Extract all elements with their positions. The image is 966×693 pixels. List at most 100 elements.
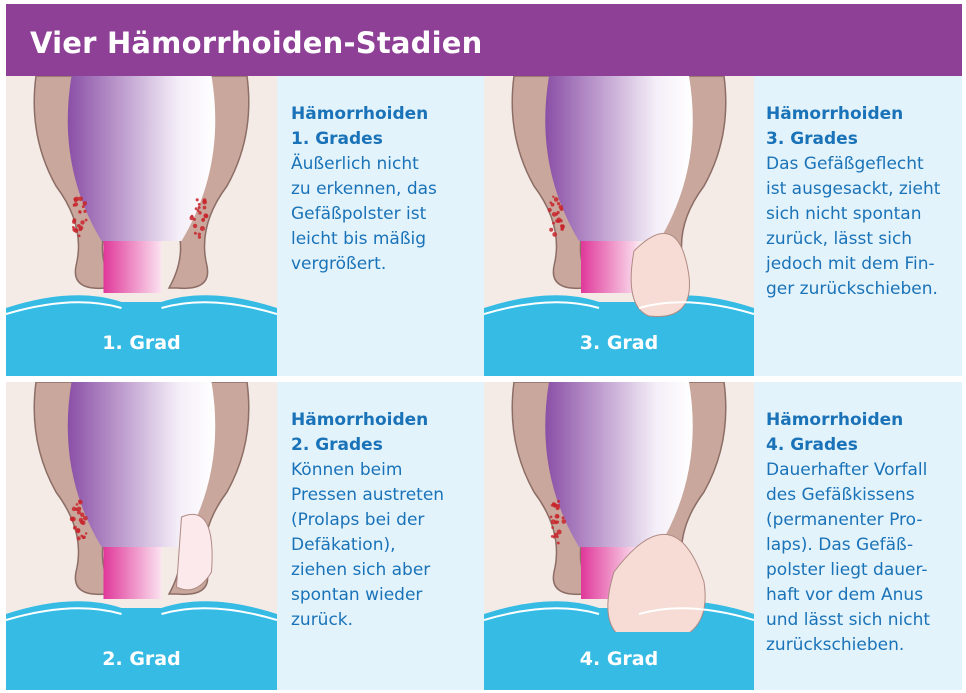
stage-4-illustration: 4. Grad xyxy=(484,382,754,690)
infographic: Vier Hämorrhoiden-Stadien 1. Grad Hämorr… xyxy=(6,4,962,690)
cushion-dot xyxy=(78,500,82,504)
cushion-dot xyxy=(191,215,194,218)
anatomy-illustration xyxy=(6,382,277,690)
skin-line xyxy=(6,302,277,314)
cushion-dot xyxy=(77,224,81,228)
stage-4-heading-line1: Hämorrhoiden xyxy=(766,408,962,433)
cushion-dot xyxy=(548,208,552,212)
cushion-dot xyxy=(550,516,553,519)
cushion-dot xyxy=(204,201,206,203)
anal-canal xyxy=(581,241,639,293)
cushion-dot xyxy=(80,220,84,224)
stage-2-description: Können beim Pressen austreten (Prolaps b… xyxy=(291,458,484,633)
cushion-dot xyxy=(76,529,81,534)
cushion-dot xyxy=(552,232,557,237)
stage-4-grade-label: 4. Grad xyxy=(484,648,754,670)
cushion-dot xyxy=(552,503,557,508)
cushion-dot xyxy=(204,214,208,218)
cushion-dot xyxy=(560,224,563,227)
rectum xyxy=(545,76,693,241)
cushion-dot xyxy=(72,507,76,511)
cushion-dot xyxy=(562,516,565,519)
cushion-dot xyxy=(549,228,553,232)
stage-1-description: Äußerlich nicht zu erkennen, das Gefäßpo… xyxy=(291,152,484,277)
cushion-dot xyxy=(553,536,556,539)
cushion-dot xyxy=(72,228,76,232)
cushion-dot xyxy=(552,196,554,198)
stage-3-description: Das Gefäßgeflecht ist ausgesackt, zieht … xyxy=(766,152,962,302)
page-title: Vier Hämorrhoiden-Stadien xyxy=(30,26,482,60)
stage-3-text: Hämorrhoiden 3. Grades Das Gefäßgeflecht… xyxy=(754,76,962,376)
cushion-dot xyxy=(200,226,205,231)
anatomy-illustration xyxy=(484,76,754,376)
anatomy-illustration xyxy=(6,76,277,376)
cushion-dot xyxy=(552,222,555,225)
skin-line xyxy=(6,608,277,620)
cushion-dot xyxy=(198,236,201,239)
cushion-dot xyxy=(85,532,87,534)
cushion-dot xyxy=(551,203,555,207)
cushion-dot xyxy=(198,203,201,206)
cushion-dot xyxy=(557,202,560,205)
cushion-dot xyxy=(557,500,560,503)
cushion-dot xyxy=(80,535,83,538)
cushion-dot xyxy=(557,530,562,535)
cushion-dot xyxy=(554,197,559,202)
cushion-dot xyxy=(197,209,200,212)
cushion-dot xyxy=(79,211,82,214)
stage-2-heading-line2: 2. Grades xyxy=(291,433,484,458)
stage-1-heading-line2: 1. Grades xyxy=(291,127,484,152)
stage-2-grade-label: 2. Grad xyxy=(6,648,277,670)
cushion-dot xyxy=(557,541,560,544)
cushion-dot xyxy=(82,205,85,208)
stage-1-heading-line1: Hämorrhoiden xyxy=(291,102,484,127)
cushion-dot xyxy=(76,503,79,506)
cushion-dot xyxy=(554,520,558,524)
stage-2-heading-line1: Hämorrhoiden xyxy=(291,408,484,433)
rectum xyxy=(545,382,693,547)
cushion-dot xyxy=(70,517,75,522)
cushion-dot xyxy=(557,218,562,223)
anal-canal xyxy=(104,241,162,293)
cushion-dot xyxy=(72,220,76,224)
cushion-dot xyxy=(83,516,88,521)
cushion-dot xyxy=(83,201,88,206)
stage-4-text: Hämorrhoiden 4. Grades Dauerhafter Vorfa… xyxy=(754,382,962,690)
cushion-dot xyxy=(77,536,81,540)
cushion-dot xyxy=(196,198,199,201)
stage-3-illustration: 3. Grad xyxy=(484,76,754,376)
anal-canal xyxy=(104,547,162,599)
cushion-dot xyxy=(556,536,559,539)
stage-4-description: Dauerhafter Vorfall des Gefäßkissens (pe… xyxy=(766,458,962,658)
skin-line xyxy=(484,302,754,314)
anatomy-illustration xyxy=(484,382,754,690)
stage-3-heading-line2: 3. Grades xyxy=(766,127,962,152)
cushion-dot xyxy=(79,227,83,231)
title-bar: Vier Hämorrhoiden-Stadien xyxy=(6,4,962,76)
cushion-dot xyxy=(203,206,207,210)
cushion-dot xyxy=(73,526,77,530)
stage-1-illustration: 1. Grad xyxy=(6,76,277,376)
stage-1-text: Hämorrhoiden 1. Grades Äußerlich nicht z… xyxy=(277,76,484,376)
cushion-dot xyxy=(74,197,79,202)
cushion-dot xyxy=(551,526,554,529)
cushion-dot xyxy=(193,218,196,221)
stage-2-text: Hämorrhoiden 2. Grades Können beim Press… xyxy=(277,382,484,690)
cushion-dot xyxy=(201,218,205,222)
cushion-dot xyxy=(198,206,201,209)
cushion-dot xyxy=(74,202,78,206)
stage-3-heading-line1: Hämorrhoiden xyxy=(766,102,962,127)
cushion-dot xyxy=(555,213,558,216)
stage-2-illustration: 2. Grad xyxy=(6,382,277,690)
cushion-dot xyxy=(83,210,86,213)
prolapsed-cushion xyxy=(177,514,213,590)
cushion-dot xyxy=(85,219,88,222)
cushion-dot xyxy=(198,233,201,236)
cushion-dot xyxy=(193,224,197,228)
cushion-dot xyxy=(560,227,564,231)
cushion-dot xyxy=(80,513,84,517)
stage-4-heading-line2: 4. Grades xyxy=(766,433,962,458)
cushion-dot xyxy=(560,207,564,211)
cushion-dot xyxy=(562,519,567,524)
cushion-dot xyxy=(194,232,197,235)
